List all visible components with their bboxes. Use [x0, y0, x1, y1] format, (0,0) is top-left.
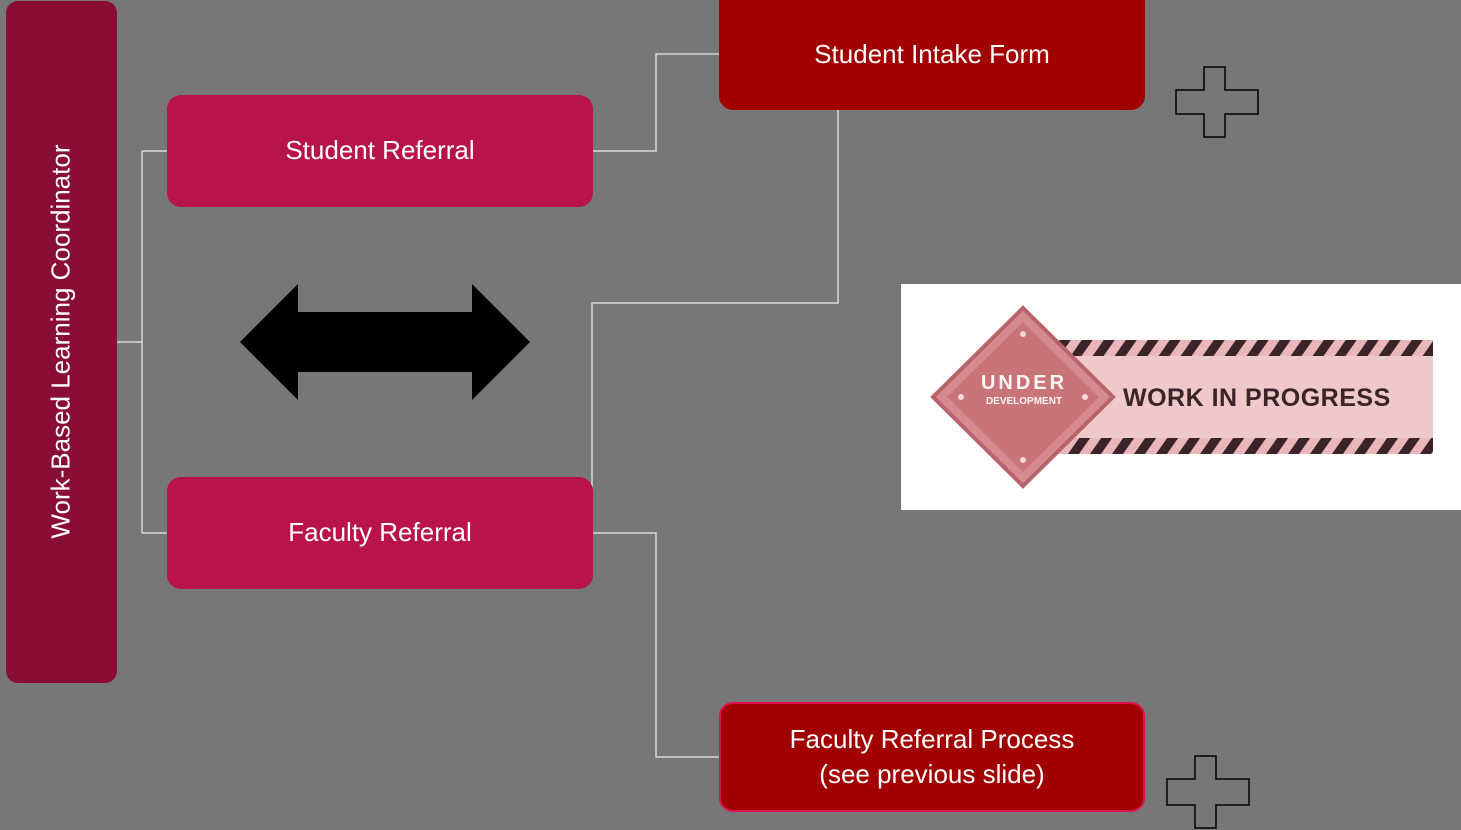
connector-student-referral-to-intake — [593, 53, 719, 152]
student-intake-form-box: Student Intake Form — [719, 0, 1145, 110]
work-in-progress-banner: UNDER DEVELOPMENT WORK IN PROGRESS — [901, 284, 1461, 510]
faculty-referral-process-note: (see previous slide) — [819, 759, 1045, 789]
faculty-referral-process-title: Faculty Referral Process — [789, 723, 1075, 754]
coordinator-label: Work-Based Learning Coordinator — [45, 144, 76, 540]
connector-coordinator-to-referrals — [117, 150, 167, 534]
student-referral-label: Student Referral — [285, 135, 475, 166]
student-intake-form-label: Student Intake Form — [814, 39, 1050, 70]
work-in-progress-label: WORK IN PROGRESS — [1123, 384, 1391, 412]
development-label: DEVELOPMENT — [985, 396, 1063, 407]
coordinator-box: Work-Based Learning Coordinator — [6, 1, 117, 683]
connector-faculty-referral-to-process — [593, 532, 719, 758]
under-construction-sign-icon — [930, 305, 1433, 489]
student-referral-box: Student Referral — [167, 95, 593, 207]
faculty-referral-label: Faculty Referral — [288, 517, 472, 548]
faculty-referral-box: Faculty Referral — [167, 477, 593, 589]
faculty-referral-process-box: Faculty Referral Process (see previous s… — [719, 702, 1145, 812]
connector-intake-to-faculty-referral — [591, 110, 839, 497]
plus-icon — [1166, 755, 1250, 829]
double-arrow-icon — [240, 284, 530, 400]
plus-icon — [1175, 66, 1259, 138]
under-label: UNDER — [980, 372, 1068, 394]
